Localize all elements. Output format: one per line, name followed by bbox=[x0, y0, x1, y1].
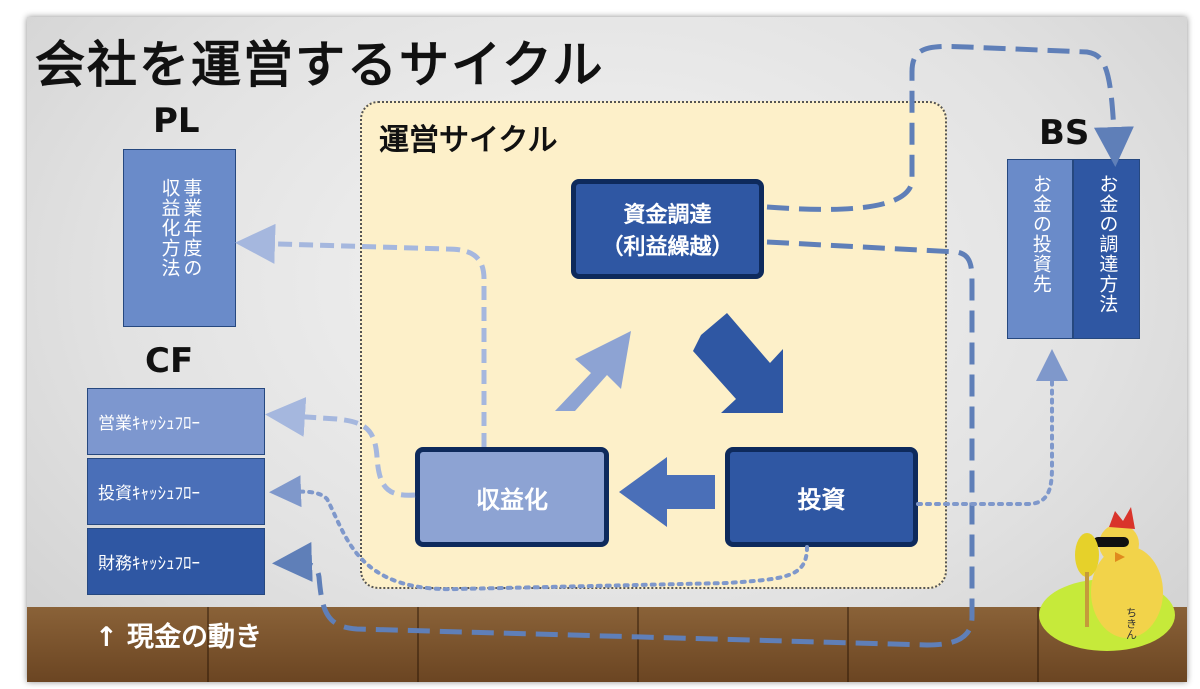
investment-node: 投資 bbox=[725, 447, 918, 547]
bs-funding-text: お金の調達方法 bbox=[1096, 174, 1119, 314]
pl-box-text: 事業年度の収益化方法 bbox=[158, 178, 203, 278]
wooden-floor bbox=[27, 607, 1187, 682]
bs-box-investment: お金の投資先 bbox=[1007, 159, 1073, 339]
pl-box: 事業年度の収益化方法 bbox=[123, 149, 236, 327]
monetization-node-label: 収益化 bbox=[476, 485, 548, 514]
monetization-node: 収益化 bbox=[415, 447, 609, 547]
cf-investing-label: 投資ｷｬｯｼｭﾌﾛｰ bbox=[98, 484, 200, 504]
mascot-label: ちきん bbox=[1125, 607, 1138, 640]
arrow-funding-to-investment bbox=[693, 313, 783, 413]
flow-investment-to-bs bbox=[916, 349, 1068, 506]
flow-funding-to-bs bbox=[766, 43, 1134, 212]
investment-node-label: 投資 bbox=[797, 485, 846, 514]
cf-financing-label: 財務ｷｬｯｼｭﾌﾛｰ bbox=[98, 554, 200, 574]
cf-operating-box: 営業ｷｬｯｼｭﾌﾛｰ bbox=[87, 388, 265, 455]
bs-box-funding: お金の調達方法 bbox=[1073, 159, 1140, 339]
flow-monetization-to-pl bbox=[235, 223, 487, 447]
cf-investing-box: 投資ｷｬｯｼｭﾌﾛｰ bbox=[87, 458, 265, 525]
bs-label: BS bbox=[1039, 113, 1090, 153]
arrow-investment-to-monetization bbox=[619, 457, 715, 527]
arrow-monetization-to-funding bbox=[555, 331, 631, 411]
flow-monetization-to-operating-cf bbox=[265, 396, 416, 498]
cycle-title: 運営サイクル bbox=[379, 123, 558, 158]
pl-label: PL bbox=[153, 101, 200, 141]
flow-lines bbox=[235, 43, 1134, 648]
slide: 会社を運営するサイクル 運営サイクル PL 事業年度の収益化方法 CF 営業ｷｬ… bbox=[27, 17, 1187, 682]
funding-node: 資金調達 （利益繰越） bbox=[571, 179, 764, 279]
funding-node-line2: （利益繰越） bbox=[601, 235, 734, 260]
funding-node-line1: 資金調達 bbox=[623, 203, 712, 228]
cf-financing-box: 財務ｷｬｯｼｭﾌﾛｰ bbox=[87, 528, 265, 595]
bs-investment-text: お金の投資先 bbox=[1029, 174, 1052, 294]
cash-flow-legend: ↑ 現金の動き bbox=[95, 622, 263, 653]
cf-operating-label: 営業ｷｬｯｼｭﾌﾛｰ bbox=[98, 414, 200, 434]
flow-investment-to-investing-cf bbox=[269, 475, 809, 592]
flow-funding-to-financing-cf bbox=[272, 239, 975, 648]
chicken-mascot: ちきん bbox=[1039, 507, 1175, 651]
cf-label: CF bbox=[145, 341, 194, 381]
slide-title: 会社を運営するサイクル bbox=[35, 36, 605, 94]
